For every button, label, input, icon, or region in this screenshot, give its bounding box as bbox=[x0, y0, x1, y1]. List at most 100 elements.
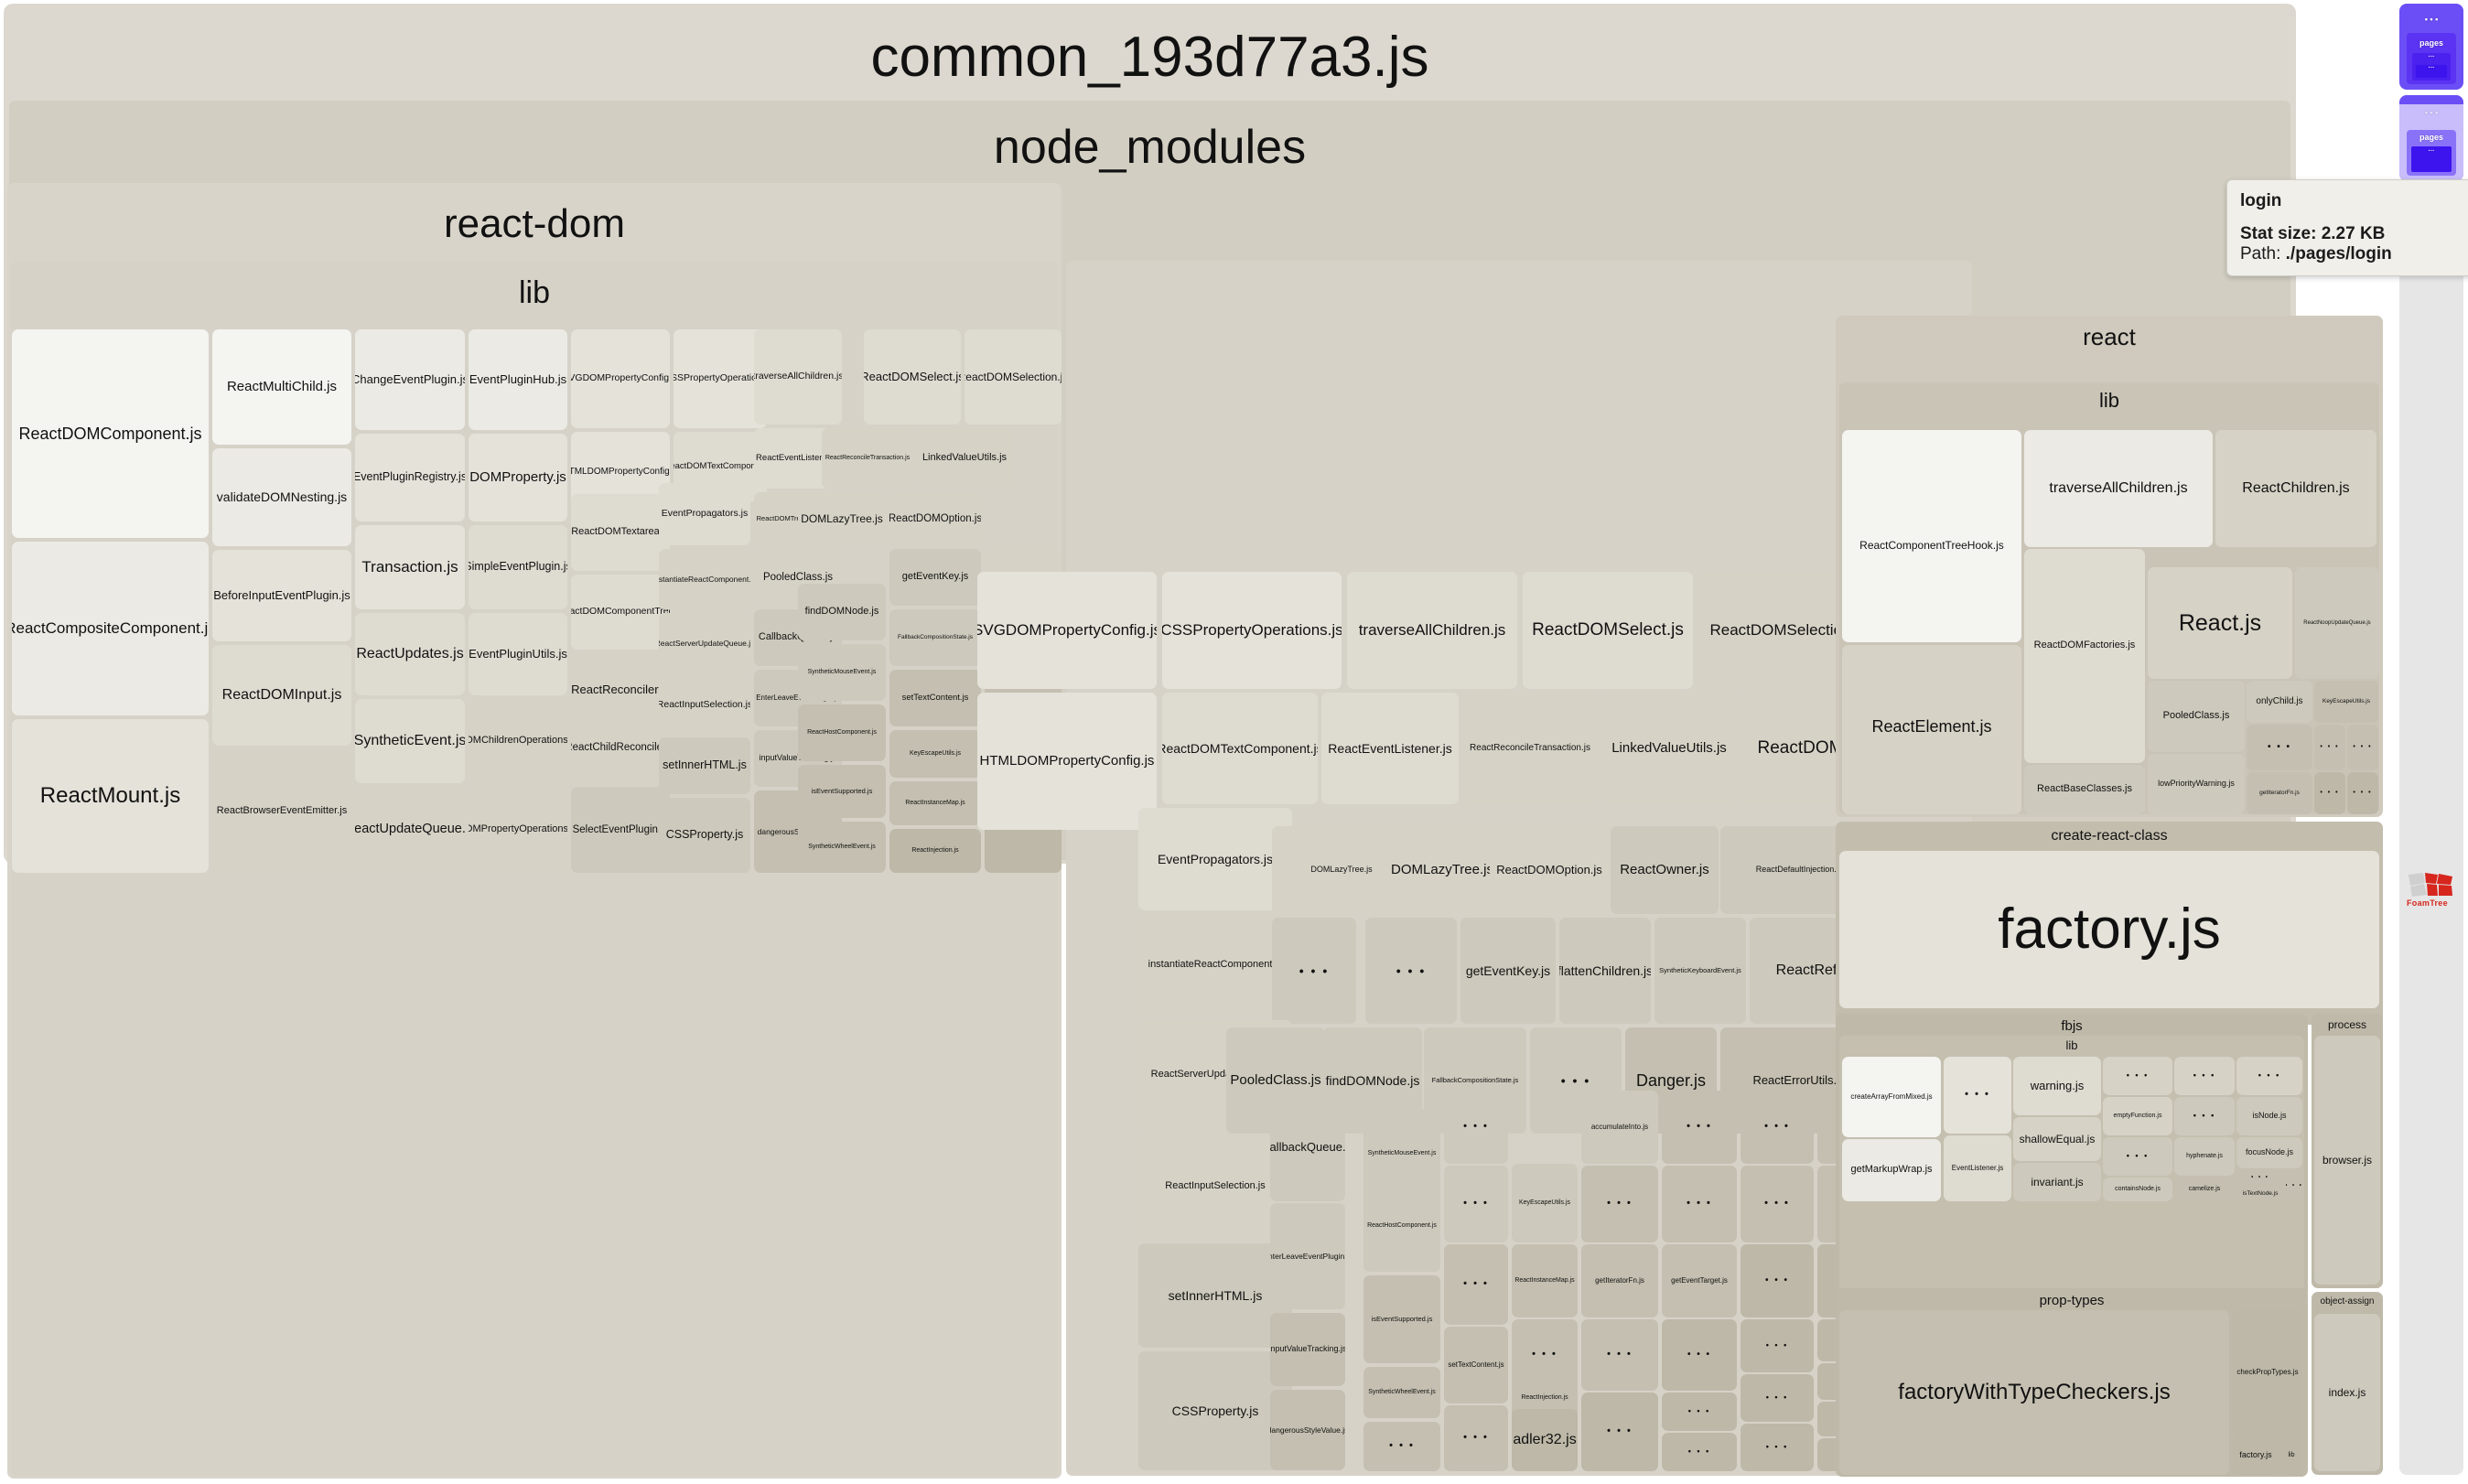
cell-ellipsis[interactable]: • • • bbox=[1581, 1393, 1658, 1471]
cell-ellipsis[interactable]: • • • bbox=[2347, 725, 2378, 770]
cell-react-dom-file[interactable]: ReactServerUpdateQueue.js bbox=[659, 613, 750, 673]
cell-react-dom-file[interactable]: ReactOwner.js bbox=[1611, 826, 1719, 914]
cell-react-dom-file[interactable]: LinkedValueUtils.js bbox=[917, 428, 1012, 489]
cell-prop-types-file[interactable]: factory.js bbox=[2233, 1436, 2279, 1475]
cell-react-file[interactable]: ReactBaseClasses.js bbox=[2024, 765, 2145, 814]
cell-react-dom-file[interactable]: ReactBrowserEventEmitter.js bbox=[212, 749, 351, 873]
cell-react-file[interactable]: traverseAllChildren.js bbox=[2024, 430, 2213, 547]
cell-ellipsis[interactable]: • • • bbox=[1444, 1405, 1508, 1471]
entry-chunk-2[interactable]: • • • pages ··· bbox=[2399, 95, 2463, 181]
cell-fbjs-file[interactable]: shallowEqual.js bbox=[2013, 1117, 2101, 1161]
entry-chunk-2-leaf[interactable]: ··· bbox=[2411, 146, 2452, 172]
cell-react-dom-file[interactable]: ReactDOMOption.js bbox=[889, 492, 981, 545]
cell-fbjs-file[interactable]: isTextNode.js bbox=[2236, 1187, 2284, 1201]
cell-react-dom-file[interactable]: ReactInputSelection.js bbox=[1138, 1134, 1292, 1240]
cell-react-dom-file[interactable]: EventPluginRegistry.js bbox=[355, 434, 465, 522]
cell-react-dom-file[interactable]: ReactDOMComponent.js bbox=[12, 329, 209, 538]
cell-react-dom-file[interactable]: LinkedValueUtils.js bbox=[1601, 693, 1737, 804]
cell-fbjs-file[interactable]: warning.js bbox=[2013, 1057, 2101, 1115]
cell-react-dom-file[interactable]: getEventKey.js bbox=[889, 549, 981, 606]
cell-ellipsis[interactable]: • • • bbox=[2314, 725, 2345, 770]
cell-react-dom-file[interactable]: ReactInputSelection.js bbox=[659, 677, 750, 734]
cell-react-dom-file[interactable]: ReactMount.js bbox=[12, 719, 209, 873]
cell-ellipsis[interactable]: • • • bbox=[2103, 1137, 2172, 1176]
cell-ellipsis[interactable]: • • • bbox=[1944, 1057, 2011, 1134]
cell-react-dom-file[interactable]: EventPropagators.js bbox=[1138, 808, 1292, 910]
cell-ellipsis[interactable]: • • • bbox=[2236, 1057, 2302, 1095]
cell-react-dom-file[interactable]: FallbackCompositionState.js bbox=[889, 609, 981, 666]
cell-react-dom-file[interactable]: ReactReconcileTransaction.js bbox=[1462, 693, 1598, 804]
cell-react-dom-file[interactable]: ReactDOMInput.js bbox=[212, 645, 351, 746]
cell-ellipsis[interactable]: • • • bbox=[1365, 918, 1457, 1024]
cell-react-dom-file[interactable]: instantiateReactComponent.js bbox=[1138, 914, 1292, 1016]
cell-ellipsis[interactable]: • • • bbox=[1581, 1166, 1658, 1242]
cell-react-dom-file[interactable]: ReactDOMTextComponent.js bbox=[1162, 693, 1318, 804]
cell-ellipsis[interactable]: • • • bbox=[1662, 1433, 1737, 1471]
cell-react-dom-file[interactable]: isEventSupported.js bbox=[798, 765, 886, 818]
cell-react-dom-file[interactable]: CallbackQueue.js bbox=[1270, 1093, 1345, 1201]
cell-react-dom-file[interactable]: ReactMultiChild.js bbox=[212, 329, 351, 445]
cell-ellipsis[interactable]: • • • bbox=[1741, 1374, 1814, 1422]
cell-ellipsis[interactable]: • • • bbox=[2286, 1170, 2302, 1201]
cell-react-dom-file[interactable]: ReactChildReconciler.js bbox=[571, 712, 670, 783]
cell-ellipsis[interactable]: • • • bbox=[1444, 1091, 1508, 1164]
cell-react-file[interactable]: ReactElement.js bbox=[1842, 645, 2021, 814]
cell-prop-types-lib[interactable]: lib bbox=[2280, 1436, 2302, 1475]
cell-fbjs-file[interactable]: camelize.js bbox=[2174, 1178, 2235, 1201]
cell-react-file[interactable]: ReactComponentTreeHook.js bbox=[1842, 430, 2021, 642]
cell-react-dom-file[interactable]: traverseAllChildren.js bbox=[1347, 572, 1517, 689]
cell-ellipsis[interactable]: • • • bbox=[1741, 1319, 1814, 1372]
entry-chunk-1-page[interactable]: ··· ··· bbox=[2412, 53, 2451, 81]
cell-react-dom-file[interactable]: CSSPropertyOperations.js bbox=[674, 329, 767, 428]
cell-react-dom-file[interactable]: EnterLeaveEventPlugin.js bbox=[1270, 1203, 1345, 1309]
cell-ellipsis[interactable]: • • • bbox=[1444, 1244, 1508, 1325]
cell-react-dom-file[interactable]: isEventSupported.js bbox=[1363, 1275, 1440, 1363]
cell-react-dom-file[interactable]: ReactHostComponent.js bbox=[798, 704, 886, 761]
cell-react-dom-file[interactable]: SyntheticMouseEvent.js bbox=[798, 644, 886, 701]
cell-react-dom-file[interactable]: flattenChildren.js bbox=[1559, 918, 1651, 1024]
cell-react-file[interactable]: ReactChildren.js bbox=[2215, 430, 2376, 547]
cell-react-dom-file[interactable]: ReactHostComponent.js bbox=[1363, 1180, 1440, 1272]
cell-react-dom-file[interactable]: setInnerHTML.js bbox=[659, 737, 750, 794]
cell-react-dom-file[interactable]: inputValueTracking.js bbox=[1270, 1313, 1345, 1386]
cell-fbjs-file[interactable]: hyphenate.js bbox=[2174, 1137, 2235, 1176]
cell-ellipsis[interactable]: • • • bbox=[2174, 1057, 2235, 1095]
cell-react-file[interactable]: lowPriorityWarning.js bbox=[2148, 754, 2245, 814]
cell-react-dom-file[interactable]: traverseAllChildren.js bbox=[754, 329, 842, 425]
cell-ellipsis[interactable]: • • • bbox=[1662, 1091, 1737, 1164]
cell-react-dom-file[interactable]: EventPluginHub.js bbox=[469, 329, 567, 430]
cell-react-dom-file[interactable]: adler32.js bbox=[1512, 1409, 1578, 1471]
cell-react-dom-file[interactable]: SyntheticWheelEvent.js bbox=[798, 822, 886, 873]
cell-react-dom-file[interactable]: setInnerHTML.js bbox=[1138, 1243, 1292, 1348]
cell-react-dom-file[interactable]: SVGDOMPropertyConfig.js bbox=[571, 329, 670, 428]
cell-ellipsis[interactable]: • • • bbox=[1662, 1319, 1737, 1391]
cell-fbjs-file[interactable]: EventListener.js bbox=[1944, 1135, 2011, 1201]
cell-ellipsis[interactable]: • • • bbox=[1581, 1319, 1658, 1391]
cell-react-dom-file[interactable]: HTMLDOMPropertyConfig.js bbox=[977, 693, 1157, 830]
cell-fbjs-file[interactable]: getMarkupWrap.js bbox=[1842, 1139, 1941, 1201]
entry-chunk-2-pages[interactable]: pages ··· bbox=[2407, 130, 2456, 176]
cell-react-dom-file[interactable]: EventPluginUtils.js bbox=[469, 613, 567, 695]
cell-react-dom-file[interactable]: SelectEventPlugin.js bbox=[571, 787, 670, 873]
cell-react-file[interactable]: onlyChild.js bbox=[2247, 681, 2312, 723]
cell-react-dom-file[interactable]: ReactDOMTextarea.js bbox=[571, 494, 670, 571]
cell-react-dom-file[interactable]: ReactDOMSelect.js bbox=[864, 329, 961, 425]
cell-react-dom-file[interactable]: DOMProperty.js bbox=[469, 434, 567, 522]
cell-react-dom-file[interactable]: SimpleEventPlugin.js bbox=[469, 525, 567, 609]
cell-react-dom-file[interactable]: ReactDOMOption.js bbox=[1490, 826, 1609, 914]
cell-react-dom-file[interactable]: DOMChildrenOperations.js bbox=[469, 699, 567, 783]
cell-ellipsis[interactable]: • • • bbox=[1444, 1166, 1508, 1242]
cell-react-dom-file[interactable]: SyntheticEvent.js bbox=[355, 699, 465, 783]
cell-ellipsis[interactable]: • • • bbox=[1741, 1166, 1814, 1242]
cell-react-dom-file[interactable]: ReactInjection.js bbox=[889, 829, 981, 873]
cell-react-dom-file[interactable]: ReactInstanceMap.js bbox=[1512, 1244, 1578, 1317]
cell-react-dom-file[interactable]: KeyEscapeUtils.js bbox=[889, 730, 981, 778]
entry-chunk-1[interactable]: • • • pages ··· ··· bbox=[2399, 4, 2463, 90]
cell-fbjs-file[interactable]: isNode.js bbox=[2236, 1097, 2302, 1135]
cell-react-dom-file[interactable]: DOMLazyTree.js bbox=[798, 492, 886, 545]
cell-ellipsis[interactable]: • • • bbox=[2314, 772, 2345, 814]
cell-react-dom-file[interactable]: SVGDOMPropertyConfig.js bbox=[977, 572, 1157, 689]
cell-prop-types-file[interactable]: checkPropTypes.js bbox=[2233, 1310, 2302, 1435]
cell-react-dom-file[interactable]: ReactUpdateQueue.js bbox=[355, 787, 465, 873]
